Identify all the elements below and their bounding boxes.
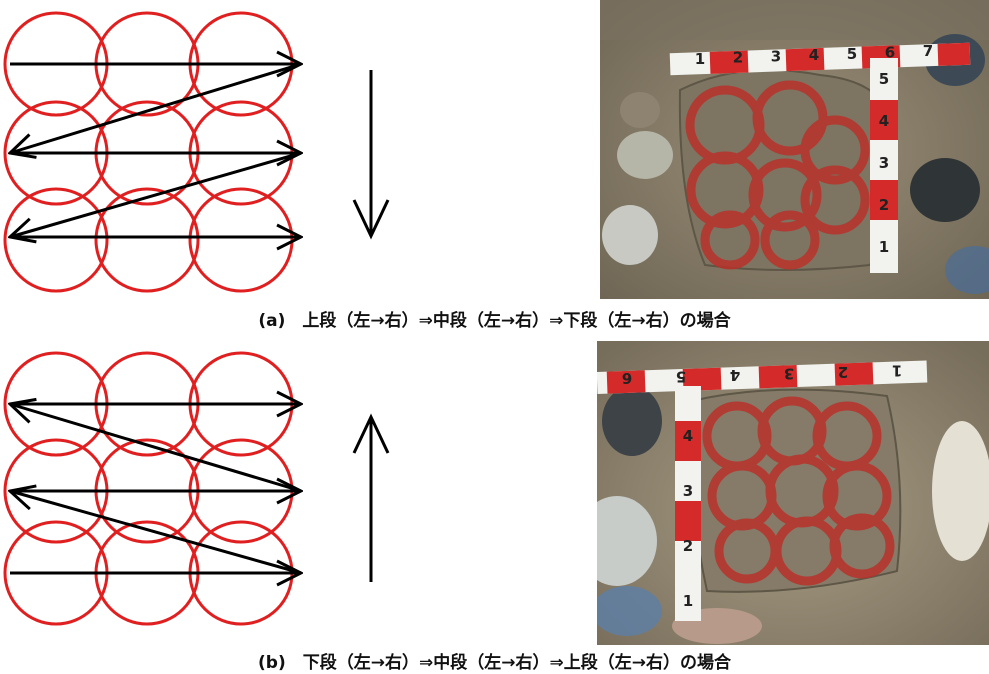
ruler-b-h-label-4: 4: [730, 366, 740, 384]
ruler-a-h-label-6: 6: [885, 44, 895, 62]
ruler-a-h-label-1: 1: [695, 50, 705, 68]
painted-circles-a: [685, 80, 870, 270]
excavation-photo-b: 6 5 4 3 2 1 4 3 2 1: [597, 341, 989, 645]
ruler-a-h-label-2: 2: [733, 49, 743, 67]
ruler-b-h-label-3: 3: [784, 365, 794, 383]
circle-a-r3c2: [94, 187, 200, 293]
panel-b: 6 5 4 3 2 1 4 3 2 1 (b) 下段（左→右）⇒中段（左→右）⇒上段（左→右）の場…: [0, 337, 989, 674]
sequence-arrows-a: [10, 64, 301, 237]
ruler-a-h-label-5: 5: [847, 45, 857, 63]
ruler-a-v-label-1: 1: [879, 238, 889, 256]
ruler-a-v-label-5: 5: [879, 70, 889, 88]
circle-grid-b: [3, 351, 294, 626]
measuring-ruler-horizontal-b: [597, 360, 928, 394]
ruler-a-v-label-2: 2: [879, 196, 889, 214]
arrow-b-4: [10, 404, 302, 493]
ruler-a-v-label-4: 4: [879, 112, 889, 130]
measuring-ruler-vertical-b: [675, 386, 701, 621]
ruler-b-h-label-1: 1: [892, 362, 902, 380]
ruler-b-v-label-2: 2: [683, 537, 693, 555]
arrow-down-icon: [352, 70, 390, 240]
ruler-b-h-label-5: 5: [676, 368, 686, 386]
arrow-up-icon: [352, 413, 390, 582]
ruler-b-v-label-1: 1: [683, 592, 693, 610]
ruler-b-v-label-4: 4: [683, 427, 693, 445]
circle-a-r3c1: [3, 187, 109, 293]
ruler-b-v-label-3: 3: [683, 482, 693, 500]
ruler-a-v-label-3: 3: [879, 154, 889, 172]
circle-grid-diagram-b: [3, 351, 390, 626]
arrow-a-4: [10, 151, 302, 237]
sequence-arrows-b: [10, 404, 301, 573]
panel-a: 1 2 3 4 5 6 7 5 4 3 2 1 (a) 上段（左→右）⇒中段（左→右）⇒下段（左→右）…: [3, 0, 989, 331]
ruler-a-h-label-7: 7: [923, 42, 933, 60]
excavation-photo-a: 1 2 3 4 5 6 7 5 4 3 2 1: [600, 0, 989, 299]
measuring-ruler-vertical-a: [870, 58, 898, 273]
circle-grid-diagram-a: [3, 11, 390, 293]
caption-b: (b) 下段（左→右）⇒中段（左→右）⇒上段（左→右）の場合: [258, 653, 731, 673]
painted-circles-b: [702, 396, 895, 586]
ruler-a-h-label-4: 4: [809, 46, 819, 64]
arrow-b-2: [10, 491, 302, 575]
ruler-b-h-label-2: 2: [838, 363, 848, 381]
ruler-a-h-label-3: 3: [771, 47, 781, 65]
arrow-a-2: [10, 62, 302, 153]
caption-a: (a) 上段（左→右）⇒中段（左→右）⇒下段（左→右）の場合: [258, 311, 731, 331]
ruler-b-h-label-6: 6: [622, 369, 632, 387]
